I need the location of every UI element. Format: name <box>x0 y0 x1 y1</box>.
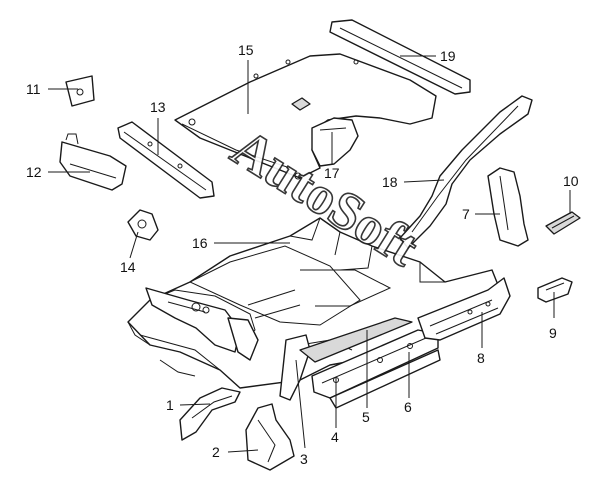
mirror-mount <box>65 75 95 107</box>
callout-12: 12 <box>26 164 42 180</box>
callout-5: 5 <box>362 409 370 425</box>
callout-6: 6 <box>404 399 412 415</box>
callout-7: 7 <box>462 206 470 222</box>
leader-1 <box>179 403 211 406</box>
leader-18 <box>403 179 445 183</box>
leader-14 <box>129 231 139 259</box>
sun-visor <box>59 133 127 191</box>
roof-liner <box>174 53 437 180</box>
callout-labels: 1 2 3 4 5 6 7 8 9 10 11 12 13 14 15 16 1… <box>26 42 579 467</box>
visor-clip <box>127 209 159 241</box>
callout-16: 16 <box>192 235 208 251</box>
callout-18: 18 <box>382 174 398 190</box>
callout-9: 9 <box>549 325 557 341</box>
a-pillar-trim <box>399 95 533 249</box>
callout-15: 15 <box>238 42 254 58</box>
callout-10: 10 <box>563 173 579 189</box>
header-rail <box>117 121 215 199</box>
leader-2 <box>227 449 259 453</box>
roof-rail-trim <box>329 19 471 95</box>
floor-rail <box>179 387 241 441</box>
callout-4: 4 <box>331 429 339 445</box>
callout-8: 8 <box>477 350 485 366</box>
callout-1: 1 <box>166 397 174 413</box>
pillar-trim <box>487 167 529 247</box>
bracket <box>545 211 581 235</box>
leader-3 <box>295 359 306 449</box>
side-sill-panel <box>417 277 511 341</box>
callout-17: 17 <box>324 165 340 181</box>
callout-19: 19 <box>440 48 456 64</box>
wheel-arch-panel <box>245 403 295 471</box>
sill-assembly <box>299 317 441 409</box>
callout-3: 3 <box>300 451 308 467</box>
clip <box>537 277 573 303</box>
callout-13: 13 <box>150 99 166 115</box>
callout-2: 2 <box>212 444 220 460</box>
callout-14: 14 <box>120 259 136 275</box>
seat-well-panel <box>145 287 259 361</box>
leader-lines <box>48 55 571 453</box>
rear-liner-panel <box>311 117 359 167</box>
callout-11: 11 <box>26 81 41 97</box>
